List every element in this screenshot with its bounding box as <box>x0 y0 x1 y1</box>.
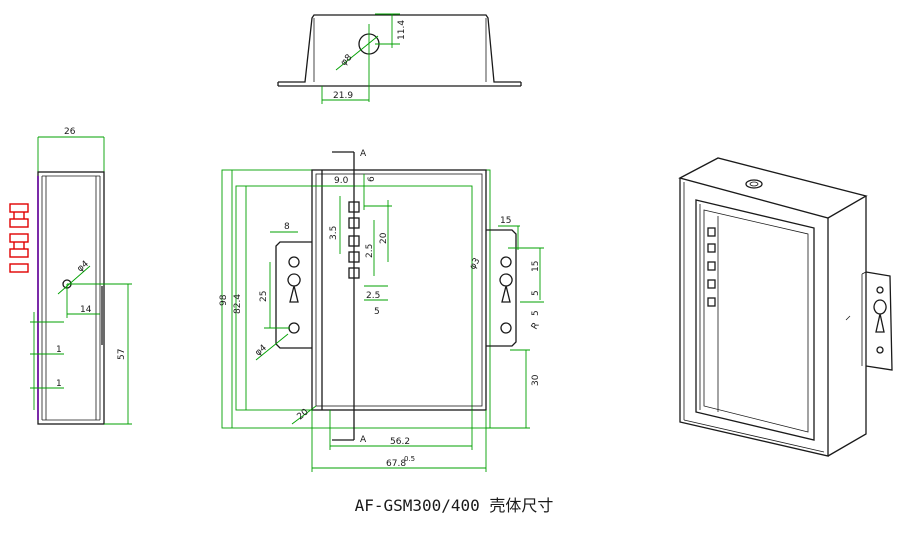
side-hole-dia-label: φ4 <box>76 259 92 274</box>
front-led-25b-label: 2.5 <box>365 244 375 258</box>
front-ear-25-label: 25 <box>259 291 269 302</box>
front-led-gap-label: 6 <box>367 176 377 182</box>
front-led-20-label: 20 <box>379 232 389 244</box>
side-offset-label: 14 <box>80 305 92 315</box>
side-gap-label-b: 1 <box>56 379 62 389</box>
right-ear-30-label: 30 <box>531 374 541 386</box>
iso-top-hole <box>745 179 763 189</box>
front-view: A A <box>219 149 544 472</box>
side-view: 26 φ4 14 1 <box>9 127 132 425</box>
top-view: φ8 11.4 21.9 <box>277 13 522 104</box>
front-width-annotation: 0.5 <box>404 455 415 463</box>
front-inner-height-label: 82.4 <box>233 294 243 314</box>
front-led-column <box>348 201 360 279</box>
front-inner-width-label: 56.2 <box>390 437 410 447</box>
iso-mount-ear <box>865 271 893 371</box>
right-ear-5-label: 5 <box>531 290 541 296</box>
right-ear-5b-label: 5 <box>531 310 541 316</box>
left-keyhole <box>287 273 301 303</box>
right-keyhole <box>499 273 513 303</box>
iso-keyhole <box>873 299 887 333</box>
front-led-25c-label: 2.5 <box>366 291 380 301</box>
front-led-offset-label: 9.0 <box>334 176 349 186</box>
front-outer-height-label: 98 <box>219 294 229 306</box>
front-led-35-label: 3.5 <box>329 226 339 240</box>
side-width-label: 26 <box>64 127 76 137</box>
iso-front-panel <box>695 199 815 441</box>
side-gap-label-a: 1 <box>56 345 62 355</box>
front-ear-8-label: 8 <box>284 222 290 232</box>
section-mark-bottom: A <box>360 435 367 445</box>
drawing-caption: AF-GSM300/400 壳体尺寸 <box>354 496 554 515</box>
right-mount-ear <box>486 229 517 347</box>
right-ear-hole-label: φ3 <box>468 256 482 271</box>
top-offset-label: 21.9 <box>333 91 353 101</box>
front-ear-hole-label: φ4 <box>254 343 270 358</box>
top-height-label: 11.4 <box>397 20 407 40</box>
front-outer-width-label: 67.8 <box>386 459 406 469</box>
right-ear-15b-label: 15 <box>531 261 541 272</box>
side-height-label: 57 <box>117 349 127 360</box>
left-mount-ear <box>275 241 312 349</box>
isometric-view <box>678 157 893 457</box>
section-mark-top: A <box>360 149 367 159</box>
front-led-5-label: 5 <box>374 307 380 317</box>
right-ear-15a-label: 15 <box>500 216 511 226</box>
side-connectors <box>9 203 29 273</box>
right-ear-radius-label: R <box>530 321 542 331</box>
